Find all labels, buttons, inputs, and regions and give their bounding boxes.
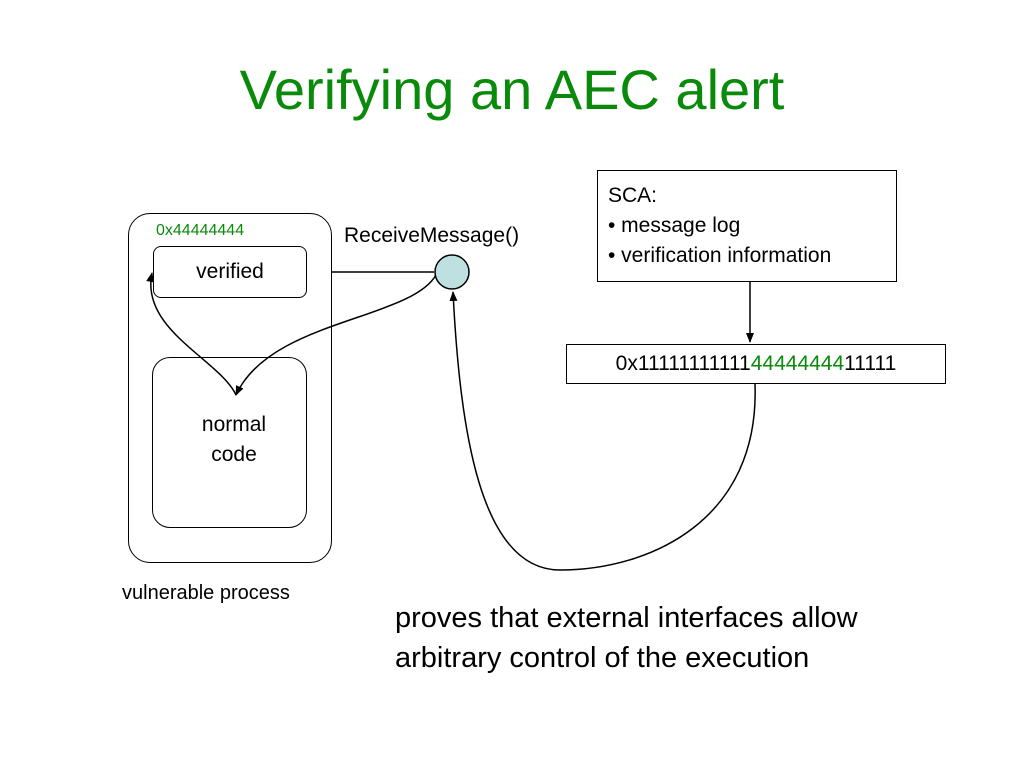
memory-suffix: 11111 xyxy=(844,352,897,375)
sca-item-verification-info: • verification information xyxy=(608,244,832,267)
normal-code-to-verified-arrow xyxy=(146,272,237,396)
receive-message-label: ReceiveMessage() xyxy=(344,224,520,247)
normal-code-box xyxy=(152,357,307,528)
node-to-normal-code-arrow xyxy=(235,274,437,396)
conclusion-line2: arbitrary control of the execution xyxy=(395,642,810,674)
vulnerable-process-label: vulnerable process xyxy=(122,582,290,604)
slide-title: Verifying an AEC alert xyxy=(239,58,785,121)
sca-box: SCA: • message log • verification inform… xyxy=(597,170,897,282)
vulnerable-process-box xyxy=(128,213,332,563)
receive-message-node xyxy=(434,254,470,290)
memory-highlight: 44444444 xyxy=(750,352,845,375)
address-label: 0x44444444 xyxy=(156,222,245,239)
verified-box: verified xyxy=(153,246,307,298)
conclusion-line1: proves that external interfaces allow xyxy=(395,602,858,634)
sca-heading: SCA: xyxy=(608,184,658,207)
verified-label: verified xyxy=(196,260,264,283)
normal-code-line2: code xyxy=(211,443,257,466)
conclusion-text: proves that external interfaces allow ar… xyxy=(395,598,995,678)
normal-code-line1: normal xyxy=(201,413,267,436)
normal-code-label: normal code xyxy=(152,410,316,470)
memory-to-node-arrow xyxy=(449,291,756,571)
sca-item-message-log: • message log xyxy=(608,214,741,237)
memory-prefix: 0x11111111111 xyxy=(615,352,751,375)
